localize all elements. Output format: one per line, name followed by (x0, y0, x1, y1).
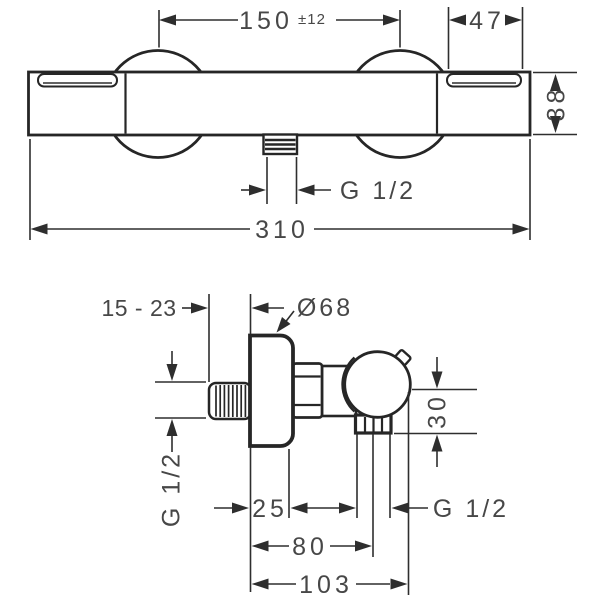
dim-body-height: 38 (533, 71, 577, 136)
left-handle-groove (37, 73, 118, 88)
dim-handle-width: 47 (447, 7, 524, 69)
inlet-nipple (207, 381, 253, 421)
dim-outlet-thread-side-label: G 1/2 (433, 495, 509, 523)
dim-body-height-label: 38 (543, 86, 571, 122)
right-handle-groove (446, 73, 522, 88)
dim-outlet-drop: 30 (394, 357, 477, 467)
dim-outlet-drop-label: 30 (424, 393, 452, 429)
arrowhead (355, 540, 372, 552)
dim-outlet-thread-front: G 1/2 (241, 157, 416, 205)
dim-escutcheon-diameter: Ø68 (276, 294, 353, 333)
dim-overall-depth: 103 (251, 571, 408, 599)
union-nut (291, 362, 324, 419)
dim-inlet-thread: G 1/2 (155, 351, 206, 527)
arrowhead (166, 419, 178, 436)
arrowhead (232, 502, 249, 514)
dim-overall-width: 310 (29, 139, 531, 244)
dim-escutcheon-depth-label: 25 (252, 495, 288, 523)
outlet-stub (262, 133, 299, 156)
dim-wall-clearance-label: 15 - 23 (101, 295, 176, 321)
dim-outlet-axis-depth: 80 (251, 533, 372, 561)
escutcheon-disk (248, 333, 295, 448)
arrowhead (449, 14, 466, 26)
arrowhead (391, 502, 409, 514)
front-view: 150 ±12 47 38 G (27, 7, 577, 244)
arrowhead (290, 502, 308, 514)
dim-handle-width-label: 47 (469, 7, 505, 35)
dim-overall-depth-label: 103 (299, 571, 353, 599)
arrowhead (30, 223, 48, 235)
arrowhead (339, 502, 356, 514)
arrowhead (550, 116, 561, 133)
dim-outlet-axis-depth-label: 80 (292, 533, 328, 561)
shower-outlet-union (353, 413, 393, 435)
arrowhead (512, 223, 530, 235)
dim-escutcheon-diameter-label: Ø68 (297, 294, 353, 322)
dim-wall-clearance: 15 - 23 (101, 294, 284, 382)
arrowhead (431, 434, 443, 452)
arrowhead (276, 317, 291, 333)
arrowhead (251, 540, 269, 552)
dim-outlet-thread-side: G 1/2 (391, 495, 509, 523)
dim-escutcheon-depth: 25 (214, 495, 356, 523)
dim-center-distance-label: 150 (239, 7, 293, 35)
dim-overall-width-label: 310 (255, 216, 309, 244)
dim-inlet-thread-label: G 1/2 (158, 451, 186, 527)
arrowhead (251, 302, 269, 314)
thermostat-knob-circle (343, 350, 412, 419)
arrowhead (550, 74, 561, 91)
arrowhead (390, 578, 408, 590)
dim-tolerance-label: ±12 (298, 11, 326, 28)
arrowhead (249, 184, 266, 196)
arrowhead (505, 14, 522, 26)
side-view: 15 - 23 Ø68 G 1/2 (101, 294, 509, 599)
inlet-thread-lines (215, 385, 247, 417)
arrowhead (431, 371, 443, 389)
arrowhead (159, 14, 176, 26)
arrowhead (297, 184, 315, 196)
arrowhead (166, 364, 178, 381)
arrowhead (383, 14, 400, 26)
arrowhead (191, 302, 208, 314)
mixer-bar-body (27, 70, 532, 137)
lower-extension-lines (249, 392, 410, 595)
dim-center-distance: 150 ±12 (158, 7, 401, 48)
knob-rear-flange-arc (341, 356, 356, 413)
arrowhead (251, 578, 269, 590)
dim-outlet-thread-front-label: G 1/2 (340, 177, 416, 205)
